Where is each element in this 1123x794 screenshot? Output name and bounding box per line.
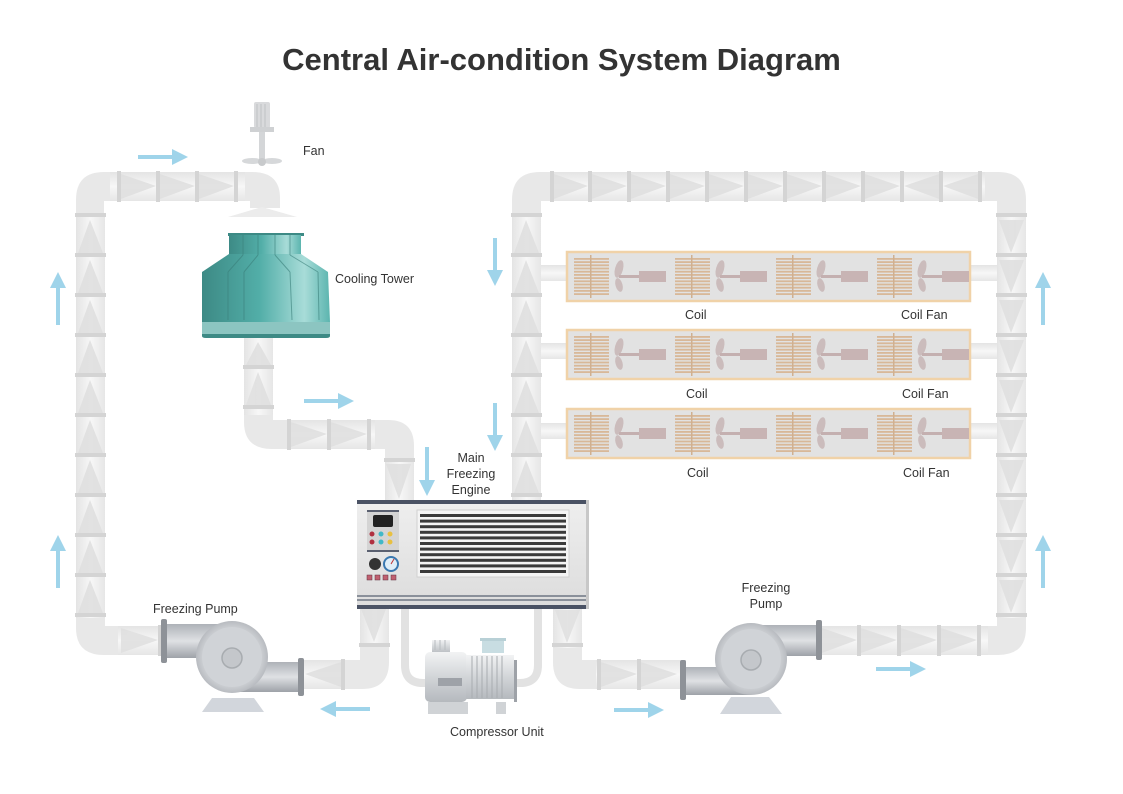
coil-fan-icon <box>816 417 868 449</box>
freezing-pump-right-label: Freezing Pump <box>731 580 801 612</box>
coil-fan-icon <box>614 260 666 292</box>
freezing-pump-right-icon <box>680 620 822 714</box>
coil-icon <box>574 255 609 298</box>
label-line: Pump <box>749 597 783 611</box>
coil-icon <box>675 333 710 376</box>
main-freezing-engine-icon <box>357 500 589 609</box>
coil-unit <box>565 328 972 381</box>
vent-slat <box>420 530 566 534</box>
coil-fan-icon <box>715 260 767 292</box>
vent-slat <box>420 525 566 529</box>
compressor-unit-icon <box>401 609 542 714</box>
coil-fan-icon <box>715 417 767 449</box>
coil-icon <box>574 412 609 455</box>
coil-fan-icon <box>816 260 868 292</box>
coil-fan-label: Coil Fan <box>901 308 948 322</box>
coil-icon <box>776 333 811 376</box>
compressor-unit-label: Compressor Unit <box>450 725 544 739</box>
engine-vent-grille <box>420 514 566 573</box>
vent-slat <box>420 564 566 568</box>
coil-fan-label: Coil Fan <box>902 387 949 401</box>
label-line: Freezing <box>741 581 791 595</box>
coil-label: Coil <box>686 387 708 401</box>
vent-slat <box>420 519 566 523</box>
right-loop-joints <box>511 171 1027 690</box>
coil-icon <box>574 333 609 376</box>
vent-slat <box>420 570 566 573</box>
left-loop-flow-marks <box>78 174 411 687</box>
cooling-tower-label: Cooling Tower <box>335 272 414 286</box>
coil-fan-icon <box>917 260 969 292</box>
coil-fan-icon <box>917 417 969 449</box>
freezing-pump-left-label: Freezing Pump <box>153 602 238 616</box>
coil-unit-frame <box>565 407 972 460</box>
label-line: Freezing <box>446 467 496 481</box>
vent-slat <box>420 547 566 551</box>
label-line: Main <box>457 451 485 465</box>
freezing-pump-left-icon <box>161 619 304 712</box>
vent-slat <box>420 536 566 540</box>
coil-icon <box>877 255 912 298</box>
coil-fan-label: Coil Fan <box>903 466 950 480</box>
coil-label: Coil <box>685 308 707 322</box>
coil-unit <box>565 250 972 303</box>
flow-arrows <box>50 149 1051 718</box>
coil-icon <box>675 255 710 298</box>
coil-unit <box>565 407 972 460</box>
coil-units <box>565 250 972 460</box>
vent-slat <box>420 558 566 562</box>
label-line: Engine <box>451 483 491 497</box>
fan-icon <box>242 102 282 166</box>
coil-fan-icon <box>614 417 666 449</box>
coil-icon <box>675 412 710 455</box>
knob-icon <box>369 558 381 570</box>
coil-icon <box>877 412 912 455</box>
cooling-tower-icon <box>202 233 330 338</box>
indicator-lights <box>369 531 393 545</box>
coil-label: Coil <box>687 466 709 480</box>
coil-fan-icon <box>614 338 666 370</box>
vent-slat <box>420 514 566 517</box>
coil-fan-icon <box>816 338 868 370</box>
coil-fan-icon <box>715 338 767 370</box>
vent-slat <box>420 542 566 545</box>
fan-label: Fan <box>303 144 325 158</box>
coil-icon <box>877 333 912 376</box>
diagram-title: Central Air-condition System Diagram <box>282 42 841 77</box>
coil-fan-icon <box>917 338 969 370</box>
coil-icon <box>776 255 811 298</box>
left-loop-joints <box>75 171 415 690</box>
right-loop-flow-marks <box>514 174 1024 687</box>
vent-slat <box>420 553 566 557</box>
main-freezing-engine-label: Main Freezing Engine <box>436 450 506 498</box>
coil-icon <box>776 412 811 455</box>
